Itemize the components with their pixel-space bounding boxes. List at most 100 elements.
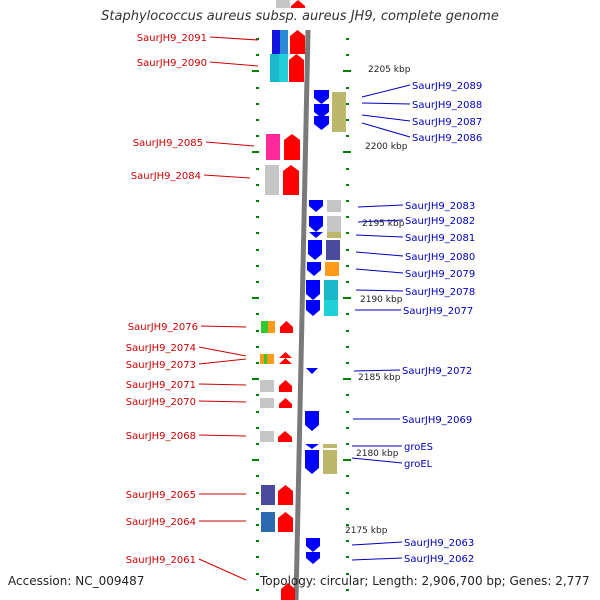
bp-label: 2200 kbp xyxy=(365,142,408,152)
left-leader-line xyxy=(198,400,247,403)
left-gene-label: SaurJH9_2084 xyxy=(131,171,201,182)
gene-annotation-box xyxy=(327,216,341,232)
tick-right xyxy=(346,103,349,105)
right-leader-line xyxy=(361,84,411,98)
tick-right xyxy=(346,330,349,332)
right-leader-line xyxy=(357,204,404,208)
tick-right xyxy=(346,54,349,56)
gene-annotation-box xyxy=(261,485,275,505)
bp-label: 2185 kbp xyxy=(358,373,401,383)
tick-left xyxy=(252,70,259,72)
tick-left xyxy=(256,265,259,267)
reverse-gene-arrow xyxy=(314,104,329,118)
right-gene-label: SaurJH9_2088 xyxy=(412,100,482,111)
left-leader-line xyxy=(198,434,247,437)
right-leader-line xyxy=(361,122,411,138)
tick-left xyxy=(256,540,259,542)
reverse-gene-arrow xyxy=(314,116,329,130)
gene-annotation-box xyxy=(260,354,264,364)
right-gene-label: SaurJH9_2069 xyxy=(402,415,472,426)
gene-annotation-box xyxy=(261,321,268,333)
gene-annotation-box xyxy=(279,54,288,82)
forward-gene-arrow xyxy=(291,0,305,8)
tick-right xyxy=(346,411,349,413)
tick-right xyxy=(346,313,349,315)
right-leader-line xyxy=(355,268,404,274)
left-leader-line xyxy=(209,61,259,67)
right-gene-label: SaurJH9_2083 xyxy=(405,201,475,212)
gene-annotation-box xyxy=(326,240,340,260)
reverse-gene-arrow xyxy=(306,538,320,552)
reverse-gene-arrow xyxy=(306,552,320,564)
tick-right xyxy=(346,492,349,494)
reverse-gene-arrow xyxy=(309,232,323,238)
right-leader-line xyxy=(351,557,403,561)
tick-left xyxy=(252,297,259,299)
right-leader-line xyxy=(355,251,404,257)
tick-left xyxy=(256,524,259,526)
tick-left xyxy=(256,475,259,477)
tick-right xyxy=(346,589,349,591)
gene-annotation-box xyxy=(260,431,274,442)
genome-backbone xyxy=(293,29,311,600)
right-leader-line xyxy=(351,541,403,546)
left-leader-line xyxy=(198,346,247,357)
tick-left xyxy=(252,378,259,380)
tick-left xyxy=(252,151,259,153)
bp-label: 2190 kbp xyxy=(360,295,403,305)
right-gene-label: groEL xyxy=(404,459,433,470)
gene-annotation-box xyxy=(265,165,279,195)
tick-right xyxy=(346,346,349,348)
tick-left xyxy=(256,330,259,332)
left-gene-label: SaurJH9_2073 xyxy=(126,360,196,371)
tick-left xyxy=(256,589,259,591)
gene-annotation-box xyxy=(264,354,267,364)
right-gene-label: SaurJH9_2089 xyxy=(412,81,482,92)
right-leader-line xyxy=(361,114,411,122)
tick-right xyxy=(346,135,349,137)
tick-right xyxy=(346,184,349,186)
gene-annotation-box xyxy=(261,512,275,532)
gene-annotation-box xyxy=(267,354,274,364)
tick-right xyxy=(346,232,349,234)
left-gene-label: SaurJH9_2085 xyxy=(133,138,203,149)
tick-right xyxy=(346,87,349,89)
gene-annotation-box xyxy=(325,262,339,276)
tick-right xyxy=(346,119,349,121)
reverse-gene-arrow xyxy=(309,200,323,212)
reverse-gene-arrow xyxy=(314,90,329,104)
bp-label: 2180 kbp xyxy=(356,449,399,459)
map-title: Staphylococcus aureus subsp. aureus JH9,… xyxy=(101,9,499,24)
gene-annotation-box xyxy=(260,398,274,408)
tick-left xyxy=(256,54,259,56)
gene-annotation-box xyxy=(276,0,290,8)
forward-gene-arrow xyxy=(278,431,292,442)
right-gene-label: SaurJH9_2062 xyxy=(404,554,474,565)
leader-line-layer xyxy=(198,36,411,581)
forward-gene-arrow xyxy=(279,352,292,358)
right-label-layer: SaurJH9_2089SaurJH9_2088SaurJH9_2087Saur… xyxy=(402,81,482,565)
right-gene-label: SaurJH9_2079 xyxy=(405,269,475,280)
left-leader-line xyxy=(205,141,255,147)
right-gene-label: SaurJH9_2072 xyxy=(402,366,472,377)
tick-left xyxy=(256,281,259,283)
tick-right xyxy=(346,362,349,364)
bp-label: 2175 kbp xyxy=(345,526,388,536)
feature-layer xyxy=(260,0,346,600)
forward-gene-arrow xyxy=(280,321,293,333)
tick-right xyxy=(343,70,351,72)
backbone-layer xyxy=(293,29,311,600)
tick-left xyxy=(256,87,259,89)
right-leader-line xyxy=(353,369,401,372)
tick-left xyxy=(256,216,259,218)
gene-annotation-box xyxy=(272,30,280,54)
tick-right xyxy=(346,249,349,251)
forward-gene-arrow xyxy=(284,134,300,160)
gene-annotation-box xyxy=(324,280,338,300)
gene-annotation-box xyxy=(323,444,337,448)
right-gene-label: SaurJH9_2063 xyxy=(404,538,474,549)
gene-annotation-box xyxy=(332,92,346,132)
reverse-gene-arrow xyxy=(306,280,320,300)
